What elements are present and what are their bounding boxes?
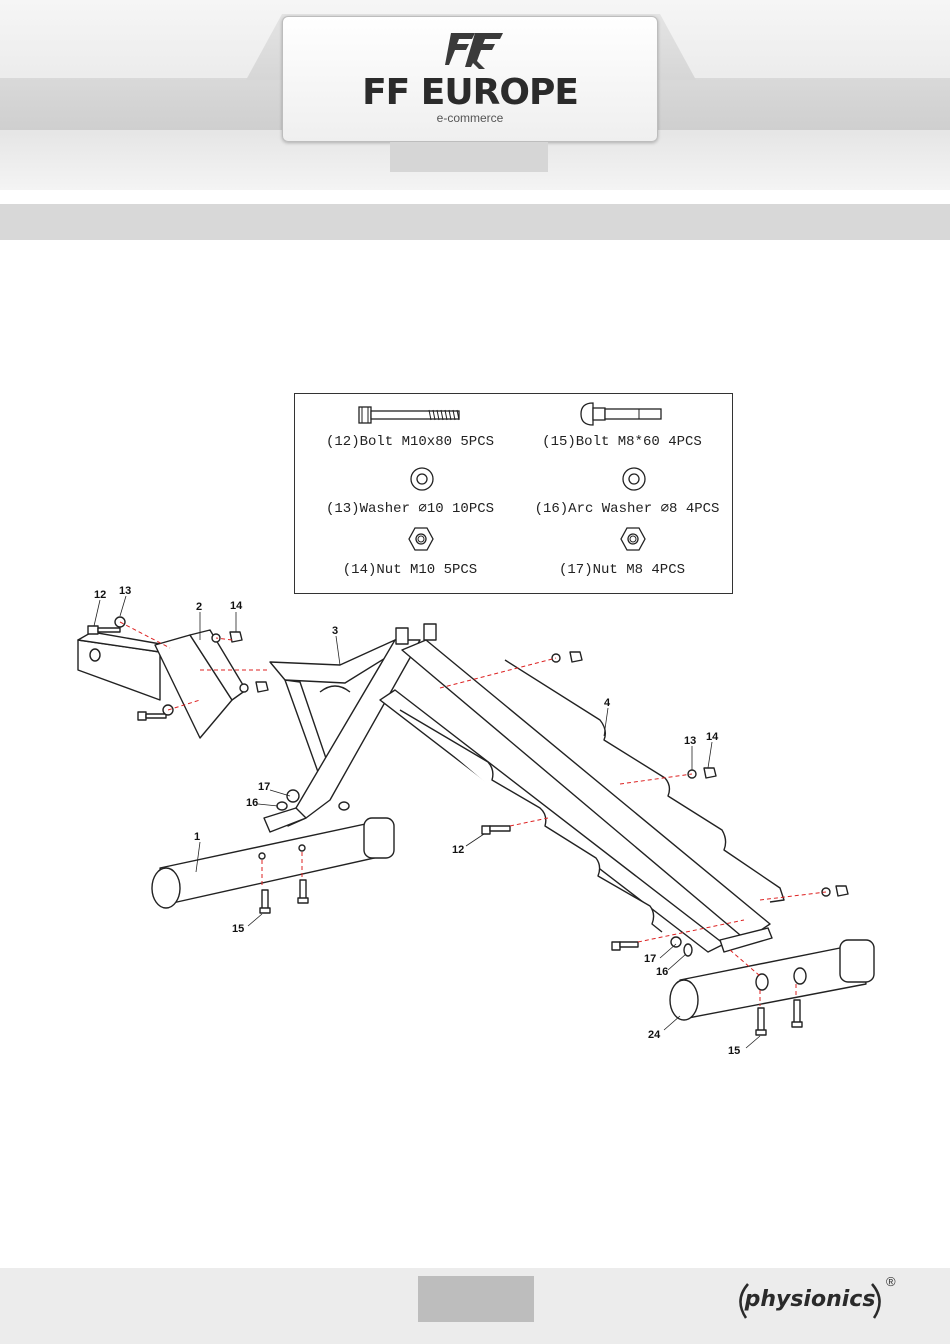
callout-14: 14 (230, 600, 243, 612)
long-bolt-icon (357, 404, 463, 426)
logo-card: FF EUROPE e-commerce (282, 16, 658, 142)
callout-16: 16 (656, 966, 668, 978)
logo-title: FF EUROPE (283, 73, 657, 113)
carriage-bolt-icon (579, 400, 665, 428)
callout-4: 4 (604, 697, 611, 709)
callout-12: 12 (452, 844, 464, 856)
physionics-logo: physionics (730, 1278, 890, 1324)
callout-24: 24 (648, 1029, 661, 1041)
hex-nut-icon (407, 526, 435, 552)
callout-15: 15 (232, 923, 244, 935)
section-title-bar (0, 204, 950, 240)
part-label-nut-m10: (14)Nut M10 5PCS (315, 562, 505, 578)
part-label-arc-washer-8: (16)Arc Washer ⌀8 4PCS (527, 500, 727, 517)
washer-icon (409, 466, 435, 492)
callout-2: 2 (196, 601, 202, 613)
callout-13: 13 (684, 735, 696, 747)
callout-1: 1 (194, 831, 200, 843)
parts-list-box: (12)Bolt M10x80 5PCS (15)Bolt M8*60 4PCS… (294, 393, 733, 594)
part-label-bolt-m10: (12)Bolt M10x80 5PCS (315, 434, 505, 450)
logo-subtitle: e-commerce (283, 111, 657, 125)
ff-logo-icon (445, 31, 505, 71)
hex-nut-icon (619, 526, 647, 552)
tube-part-24 (670, 940, 874, 1020)
callout-15: 15 (728, 1045, 740, 1057)
callout-12: 12 (94, 589, 106, 601)
part-label-nut-m8: (17)Nut M8 4PCS (527, 562, 717, 578)
page-number-tab (390, 142, 548, 172)
rack-part-4 (380, 640, 784, 952)
part-label-washer-10: (13)Washer ⌀10 10PCS (315, 500, 505, 517)
callout-17: 17 (644, 953, 656, 965)
part-label-bolt-m8: (15)Bolt M8*60 4PCS (527, 434, 717, 450)
bracket-part-2 (155, 630, 246, 738)
callout-17: 17 (258, 781, 270, 793)
callout-13: 13 (119, 585, 131, 597)
brand-name: physionics (730, 1278, 890, 1324)
callout-14: 14 (706, 731, 719, 743)
arc-washer-icon (621, 466, 647, 492)
callout-16: 16 (246, 797, 258, 809)
footer-page-box (418, 1276, 534, 1322)
registered-mark: ® (886, 1274, 896, 1289)
callout-3: 3 (332, 625, 338, 637)
assembly-diagram: 12 13 2 14 3 4 13 14 17 16 1 12 15 17 16… (0, 580, 950, 1080)
